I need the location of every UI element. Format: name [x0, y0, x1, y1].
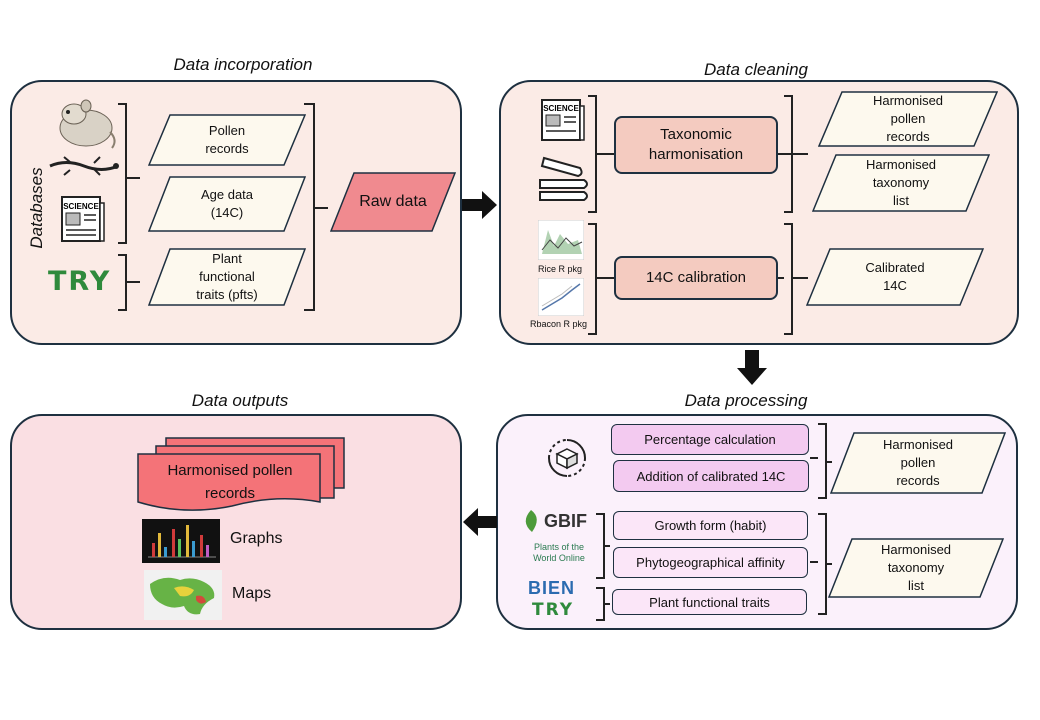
- output-harmonised-pollen-records-label: Harmonised pollen records: [872, 93, 944, 144]
- input-age-data-label: Age data (14C): [200, 187, 254, 220]
- arrow-right-icon: [462, 191, 497, 219]
- step-percentage-calculation: Percentage calculation: [611, 424, 809, 455]
- processing-brackets: [596, 423, 832, 621]
- panel-title-cleaning: Data cleaning: [704, 60, 808, 79]
- input-plant-functional-traits: Plant functional traits (pfts): [148, 248, 306, 306]
- step-plant-functional-traits: Plant functional traits: [612, 589, 807, 615]
- panel-title-outputs: Data outputs: [191, 391, 289, 410]
- output-processed-taxonomy-list-label: Harmonised taxonomy list: [880, 542, 952, 593]
- output-document-label: Harmonised pollen records: [167, 462, 293, 502]
- output-processed-taxonomy-list: Harmonised taxonomy list: [828, 538, 1004, 598]
- bien-logo: BIEN: [528, 578, 576, 598]
- science-newspaper-icon-2: SCIENCE: [541, 99, 585, 141]
- step-addition-calibrated-14c: Addition of calibrated 14C: [613, 460, 809, 492]
- panel-title-incorporation: Data incorporation: [173, 55, 313, 74]
- output-processed-pollen-records: Harmonised pollen records: [830, 432, 1006, 494]
- arrow-down-icon: [737, 350, 767, 385]
- stacked-documents-icon: [137, 437, 345, 511]
- rice-pkg-label: Rice R pkg: [538, 264, 583, 274]
- lizard-icon: [49, 156, 119, 176]
- science-logo-text-2: SCIENCE: [543, 104, 579, 113]
- graphs-label: Graphs: [230, 530, 283, 547]
- animal-icon: [59, 99, 116, 149]
- gbif-logo: GBIF: [520, 508, 587, 534]
- rbacon-chart-thumbnail: [538, 278, 584, 316]
- output-harmonised-taxonomy-list-label: Harmonised taxonomy list: [865, 157, 937, 208]
- output-calibrated-14c-label: Calibrated 14C: [865, 260, 925, 293]
- books-icon: [539, 156, 588, 201]
- maps-thumbnail: [144, 570, 222, 620]
- recycle-box-icon: [548, 439, 586, 477]
- gbif-leaf-icon: [525, 510, 537, 532]
- output-harmonised-taxonomy-list: Harmonised taxonomy list: [812, 154, 990, 212]
- cleaning-brackets: [588, 95, 808, 335]
- raw-data-node: Raw data: [330, 172, 456, 232]
- input-pollen-records: Pollen records: [148, 114, 306, 166]
- input-age-data: Age data (14C): [148, 176, 306, 232]
- science-newspaper-icon: SCIENCE: [61, 196, 105, 242]
- rice-chart-thumbnail: [538, 220, 584, 260]
- try-logo: TRY: [48, 266, 112, 297]
- panel-title-processing: Data processing: [684, 391, 808, 410]
- output-calibrated-14c: Calibrated 14C: [806, 248, 984, 306]
- step-taxonomic-harmonisation: Taxonomic harmonisation: [614, 116, 778, 174]
- raw-data-label: Raw data: [359, 193, 427, 210]
- output-processed-pollen-records-label: Harmonised pollen records: [882, 437, 954, 488]
- try-logo-2: TRY: [532, 600, 575, 620]
- step-growth-form: Growth form (habit): [613, 511, 808, 540]
- input-plant-functional-traits-label: Plant functional traits (pfts): [196, 251, 258, 302]
- step-14c-calibration: 14C calibration: [614, 256, 778, 300]
- output-harmonised-pollen-records: Harmonised pollen records: [818, 91, 998, 147]
- science-logo-text: SCIENCE: [63, 202, 99, 211]
- step-phytogeographical-affinity: Phytogeographical affinity: [613, 547, 808, 578]
- rbacon-pkg-label: Rbacon R pkg: [530, 319, 588, 329]
- input-pollen-records-label: Pollen records: [205, 123, 249, 156]
- gbif-logo-text: GBIF: [544, 510, 587, 531]
- graphs-thumbnail: [142, 519, 220, 563]
- incorporation-brackets: [118, 103, 328, 311]
- databases-label: Databases: [27, 167, 46, 249]
- arrow-left-icon: [463, 508, 497, 536]
- maps-label: Maps: [232, 585, 272, 602]
- powo-logo: Plants of the World Online: [533, 542, 585, 563]
